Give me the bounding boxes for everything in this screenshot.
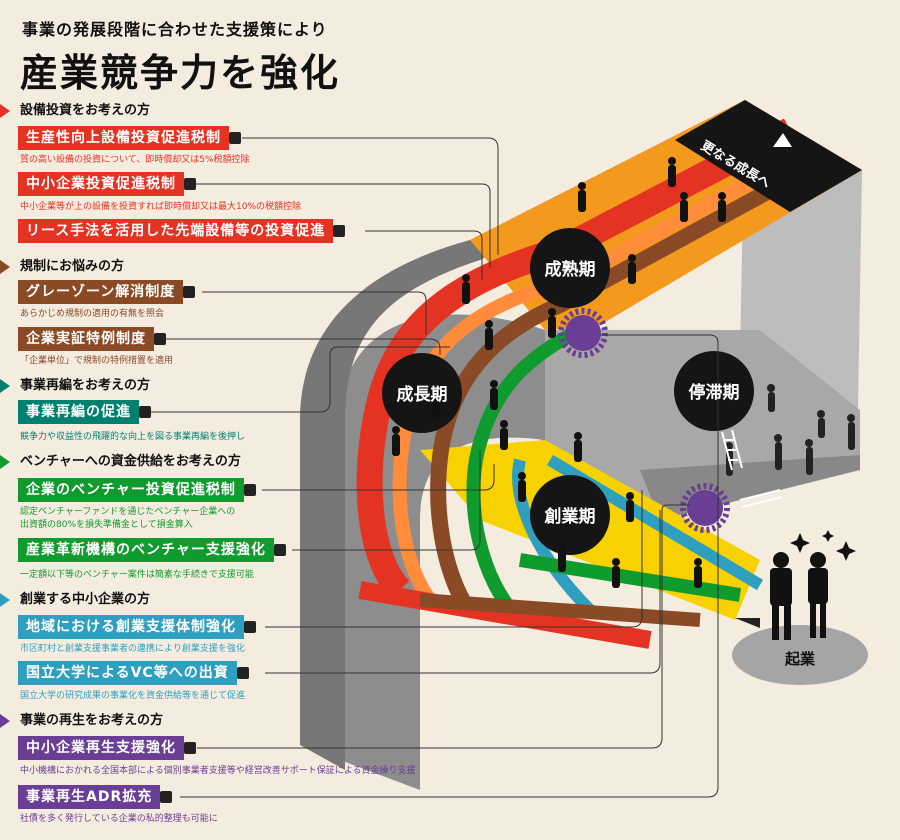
growth-label: 成長期: [397, 384, 448, 405]
connector-tab: [333, 225, 346, 237]
startup-label: 創業期: [544, 506, 596, 527]
subtitle: 事業の発展段階に合わせた支援策により: [22, 20, 328, 39]
connector-tab: [160, 791, 173, 803]
founder-figures: [770, 552, 828, 640]
further-growth-banner: [675, 100, 862, 212]
stagnation-circle: [674, 351, 754, 431]
ladders: [721, 429, 783, 508]
spiky-burst-upper: [558, 308, 608, 358]
regional-startup-desc: 市区町村と創業支援事業者の連携により創業支援を強化: [20, 644, 245, 654]
maturity-label: 成熟期: [545, 259, 596, 280]
connector-tab: [236, 667, 249, 679]
regional-startup-button[interactable]: 地域における創業支援体制強化: [18, 615, 256, 639]
growth-circle: [382, 353, 462, 433]
sparkle-icon: [790, 530, 856, 561]
adr-desc: 社債を多く発行している企業の私的整理も可能に: [20, 814, 218, 824]
sme-tax-button[interactable]: 中小企業投資促進税制: [18, 172, 196, 196]
founding-label: 起業: [784, 650, 816, 668]
restructuring-desc: 競争力や収益性の飛躍的な向上を図る事業再編を後押し: [20, 432, 246, 442]
founding-platform: [732, 625, 868, 685]
sme-tax-desc: 中小企業等が上の設備を投資すれば即時償却又は最大10%の税額控除: [20, 202, 302, 212]
stagnation-label: 停滞期: [689, 382, 740, 403]
venture-tax-desc-2: 出資額の80%を損失準備金として損金算入: [20, 520, 193, 530]
connector-lines: [150, 137, 719, 798]
arrow-marker-icon: [0, 593, 10, 607]
connector-tab: [229, 132, 241, 144]
lane-brown: [430, 177, 784, 617]
spiky-burst-lower: [680, 483, 730, 533]
walking-figures: [392, 157, 726, 588]
sme-revitalization-button[interactable]: 中小企業再生支援強化: [18, 736, 196, 760]
university-vc-desc: 国立大学の研究成果の事業化を資金供給等を通じて促進: [20, 691, 246, 701]
founding-pointer: [735, 618, 760, 628]
connector-tab: [184, 742, 196, 754]
grayzone-desc: あらかじめ規制の適用の有無を照会: [20, 309, 165, 319]
lane-red-lower: [358, 581, 652, 649]
startup-circle: [530, 475, 610, 555]
sme-revitalization-desc: 中小機構におかれる全国本部による個別事業者支援等や経営改善サポート保証による資金…: [20, 766, 416, 776]
venture-tax-button[interactable]: 企業のベンチャー投資促進税制: [18, 478, 256, 502]
lane-brown-lower: [419, 593, 701, 627]
connector-tab: [184, 178, 196, 190]
university-vc-button[interactable]: 国立大学によるVC等への出資: [18, 661, 249, 685]
maturity-circle: [530, 228, 610, 308]
corporate-demo-desc: 「企業単位」で規制の特例措置を適用: [20, 356, 174, 366]
adr-button[interactable]: 事業再生ADR拡充: [18, 785, 173, 809]
lane-green-lower: [518, 553, 742, 602]
venture-tax-desc: 認定ベンチャーファンドを通じたベンチャー企業への: [20, 507, 236, 517]
connector-tab: [139, 406, 151, 418]
corporate-demo-button[interactable]: 企業実証特例制度: [18, 327, 166, 351]
arrow-marker-icon: [0, 260, 10, 274]
arrow-marker-icon: [0, 104, 10, 118]
arrow-marker-icon: [0, 714, 10, 728]
lease-investment-button[interactable]: リース手法を活用した先端設備等の投資促進: [18, 219, 346, 243]
restructuring-button[interactable]: 事業再編の促進: [18, 400, 151, 424]
connector-tab: [273, 544, 286, 556]
incj-venture-button[interactable]: 産業革新機構のベンチャー支援強化: [18, 538, 286, 562]
incj-venture-desc: 一定額以下等のベンチャー案件は簡素な手続きで支援可能: [20, 570, 254, 580]
arrow-marker-icon: [0, 379, 10, 393]
connector-tab: [243, 484, 256, 496]
lane-green: [466, 323, 584, 625]
inner-wall: [340, 314, 545, 790]
page-title: 産業競争力を強化: [20, 51, 341, 95]
connector-tab: [183, 286, 196, 298]
grayzone-button[interactable]: グレーゾーン解消制度: [18, 280, 196, 304]
outer-wall: [300, 100, 750, 770]
productivity-tax-desc: 質の高い設備の投資について、即時償却又は5%税額控除: [20, 155, 250, 165]
connector-tab: [154, 333, 166, 345]
arrow-marker-icon: [0, 455, 10, 469]
connector-tab: [244, 621, 256, 633]
productivity-tax-button[interactable]: 生産性向上設備投資促進税制: [18, 126, 241, 150]
arrow-up-icon: [773, 133, 792, 147]
